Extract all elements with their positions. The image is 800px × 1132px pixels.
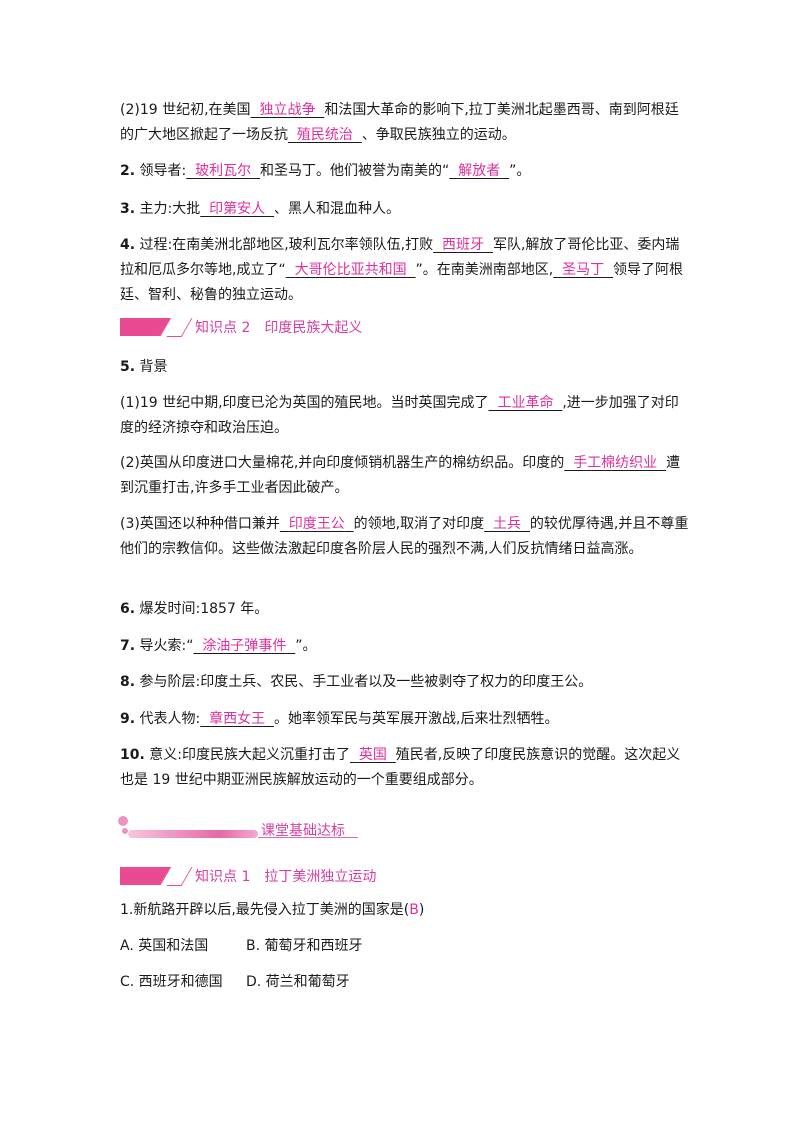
item-5: 5. 背景: [120, 359, 168, 375]
item-4: 4. 过程:在南美洲北部地区,玻利瓦尔率领队伍,打败 西班牙 军队,解放了哥伦比…: [120, 237, 684, 303]
item-5-1: (1)19 世纪中期,印度已沦为英国的殖民地。当时英国完成了 工业革命 ,进一步…: [120, 395, 679, 436]
banner-underline: [258, 837, 358, 838]
option-c: C. 西班牙和德国: [120, 974, 223, 990]
blank-answer: 殖民统治: [296, 127, 353, 143]
item-5-3: (3)英国还以种种借口兼并 印度王公 的领地,取消了对印度 土兵 的较优厚待遇,…: [120, 516, 689, 557]
blank-answer: 西班牙: [442, 237, 485, 253]
option-b: B. 葡萄牙和西班牙: [246, 938, 363, 954]
question-1: 1.新航路开辟以后,最先侵入拉丁美洲的国家是(B): [120, 902, 425, 918]
section-header-knowledge-1: 知识点 1 拉丁美洲独立运动: [120, 866, 376, 886]
blank-answer: 印度王公: [288, 516, 345, 532]
blank-answer: 独立战争: [259, 102, 316, 118]
item-10: 10. 意义:印度民族大起义沉重打击了 英国 殖民者,反映了印度民族意识的觉醒。…: [120, 747, 681, 788]
item-8: 8. 参与阶层:印度土兵、农民、手工业者以及一些被剥夺了权力的印度王公。: [120, 674, 593, 690]
blank-answer: 英国: [358, 747, 387, 763]
section-bar-icon: [120, 867, 190, 885]
blank-answer: 圣马丁: [562, 262, 605, 278]
blank-answer: 土兵: [493, 516, 522, 532]
practice-banner: 课堂基础达标: [118, 816, 358, 846]
banner-title: 课堂基础达标: [261, 823, 345, 839]
decor-dot-icon: [122, 828, 128, 834]
blank-answer: 印第安人: [209, 201, 266, 217]
item-9: 9. 代表人物: 章西女王 。她率领军民与英军展开激战,后来壮烈牺牲。: [120, 711, 559, 727]
item-7: 7. 导火索:“ 涂油子弹事件 ”。: [120, 638, 317, 654]
blank-answer: 章西女王: [209, 711, 266, 727]
blank-answer: 解放者: [458, 163, 501, 179]
blank-answer: 大哥伦比亚共和国: [294, 262, 407, 278]
decor-dot-icon: [118, 816, 128, 826]
paragraph-1-2: (2)19 世纪初,在美国 独立战争 和法国大革命的影响下,拉丁美洲北起墨西哥、…: [120, 102, 679, 143]
blank-answer: 工业革命: [497, 395, 554, 411]
blank-answer: 涂油子弹事件: [202, 638, 287, 654]
blank-answer: 玻利瓦尔: [195, 163, 252, 179]
blank-answer: 手工棉纺织业: [573, 455, 658, 471]
brush-stroke-icon: [128, 830, 258, 838]
section-bar-icon: [120, 318, 190, 336]
option-d: D. 荷兰和葡萄牙: [246, 974, 350, 990]
option-a: A. 英国和法国: [120, 938, 209, 954]
item-6: 6. 爆发时间:1857 年。: [120, 601, 269, 617]
answer-choice: B: [409, 902, 419, 918]
item-5-2: (2)英国从印度进口大量棉花,并向印度倾销机器生产的棉纺织品。印度的 手工棉纺织…: [120, 455, 681, 496]
item-2: 2. 领导者: 玻利瓦尔 和圣马丁。他们被誉为南美的“ 解放者 ”。: [120, 163, 531, 179]
section-header-knowledge-2: 知识点 2 印度民族大起义: [120, 317, 362, 337]
item-3: 3. 主力:大批 印第安人 、黑人和混血种人。: [120, 201, 401, 217]
